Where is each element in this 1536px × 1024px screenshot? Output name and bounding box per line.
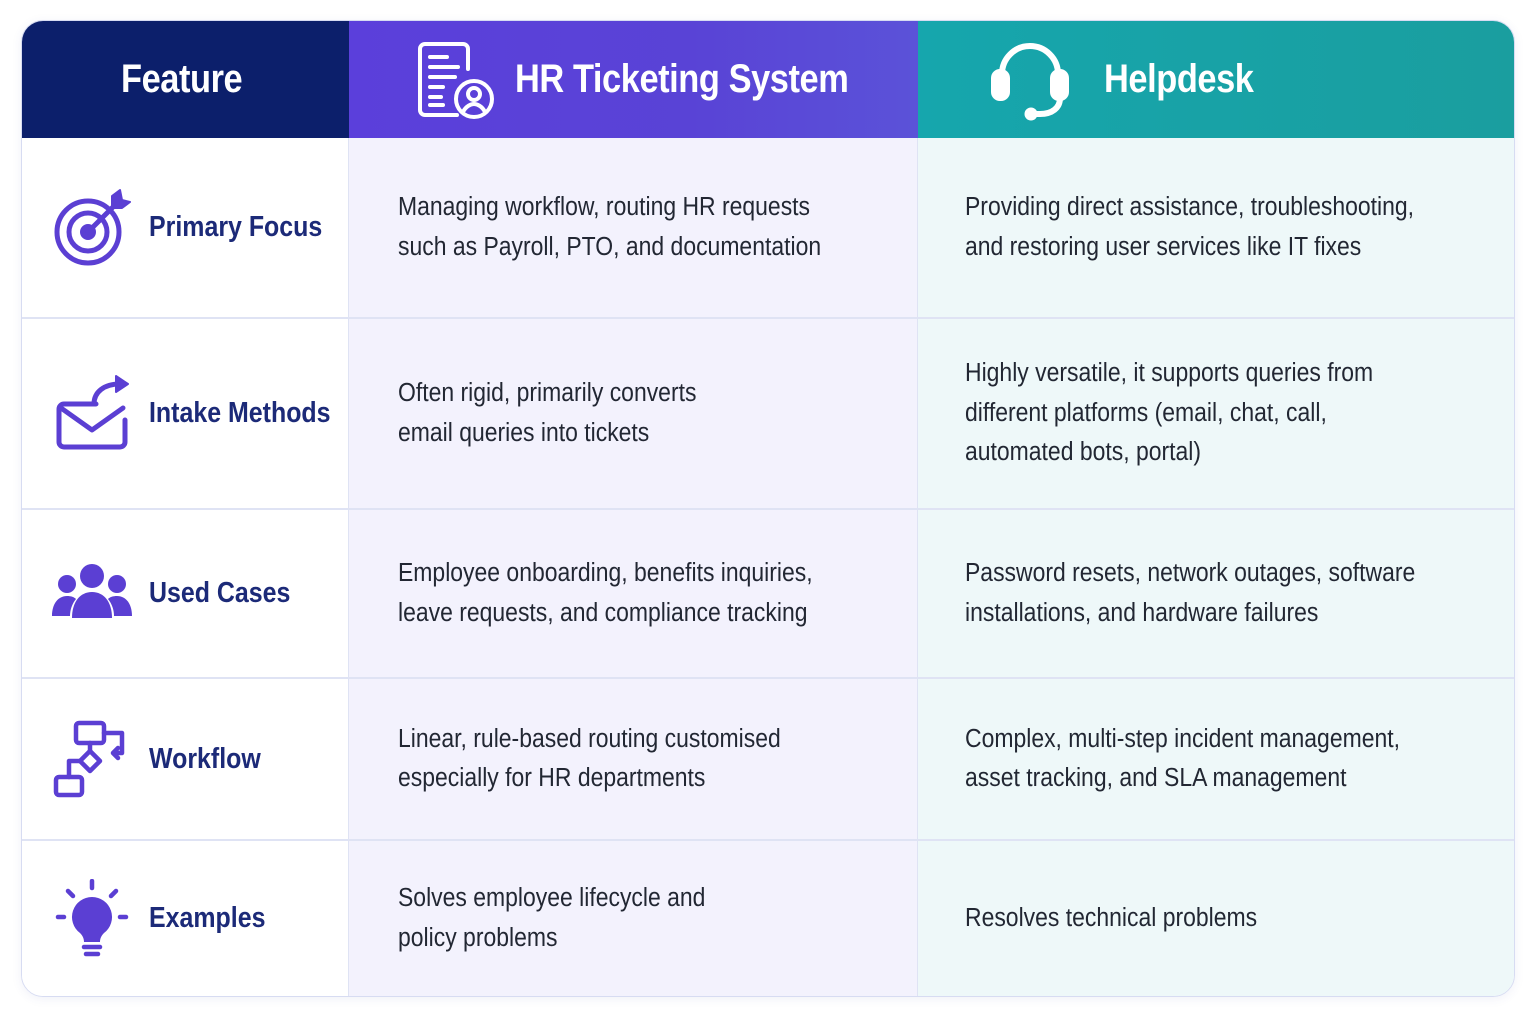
helpdesk-cell-primary-focus: Providing direct assistance, troubleshoo… xyxy=(918,138,1514,319)
feature-intake-methods: Intake Methods xyxy=(22,319,349,510)
target-arrow-icon xyxy=(52,188,132,268)
hr-cell-intake-methods: Often rigid, primarily converts email qu… xyxy=(349,319,918,510)
helpdesk-text: Complex, multi-step incident management,… xyxy=(965,724,1400,793)
hr-cell-used-cases: Employee onboarding, benefits inquiries,… xyxy=(349,510,918,679)
lightbulb-icon xyxy=(52,878,132,959)
comparison-table: Feature HR Ticketing System xyxy=(21,20,1515,997)
hr-text: Solves employee lifecycle and policy pro… xyxy=(398,884,706,952)
header-helpdesk-label: Helpdesk xyxy=(1104,57,1254,101)
hr-text: Often rigid, primarily converts email qu… xyxy=(398,379,697,447)
feature-label: Examples xyxy=(149,902,266,934)
envelope-forward-icon xyxy=(52,374,132,454)
hr-text: Managing workflow, routing HR requests s… xyxy=(398,193,822,261)
feature-label: Workflow xyxy=(149,742,261,775)
helpdesk-cell-used-cases: Password resets, network outages, softwa… xyxy=(918,510,1514,679)
feature-label: Primary Focus xyxy=(149,211,323,243)
feature-label: Used Cases xyxy=(149,577,291,609)
hr-text: Employee onboarding, benefits inquiries,… xyxy=(398,559,813,627)
header-hr-label: HR Ticketing System xyxy=(515,57,849,101)
document-user-icon xyxy=(417,39,497,121)
header-helpdesk: Helpdesk xyxy=(918,21,1514,138)
helpdesk-cell-intake-methods: Highly versatile, it supports queries fr… xyxy=(918,319,1514,510)
people-group-icon xyxy=(52,554,132,634)
header-hr-ticketing: HR Ticketing System xyxy=(349,21,918,138)
helpdesk-text: Password resets, network outages, softwa… xyxy=(965,559,1416,627)
helpdesk-text: Highly versatile, it supports queries fr… xyxy=(965,359,1374,467)
helpdesk-text: Providing direct assistance, troubleshoo… xyxy=(965,193,1415,261)
flowchart-icon xyxy=(52,719,132,799)
hr-text: Linear, rule-based routing customised es… xyxy=(398,724,781,793)
helpdesk-text: Resolves technical problems xyxy=(965,903,1258,932)
header-feature-label: Feature xyxy=(121,57,243,101)
feature-primary-focus: Primary Focus xyxy=(22,138,349,319)
feature-workflow: Workflow xyxy=(22,679,349,841)
feature-label: Intake Methods xyxy=(149,397,331,429)
hr-cell-primary-focus: Managing workflow, routing HR requests s… xyxy=(349,138,918,319)
feature-examples: Examples xyxy=(22,841,349,996)
header-feature: Feature xyxy=(22,21,349,138)
headset-icon xyxy=(990,38,1070,122)
helpdesk-cell-examples: Resolves technical problems xyxy=(918,841,1514,996)
helpdesk-cell-workflow: Complex, multi-step incident management,… xyxy=(918,679,1514,841)
hr-cell-workflow: Linear, rule-based routing customised es… xyxy=(349,679,918,841)
hr-cell-examples: Solves employee lifecycle and policy pro… xyxy=(349,841,918,996)
feature-used-cases: Used Cases xyxy=(22,510,349,679)
